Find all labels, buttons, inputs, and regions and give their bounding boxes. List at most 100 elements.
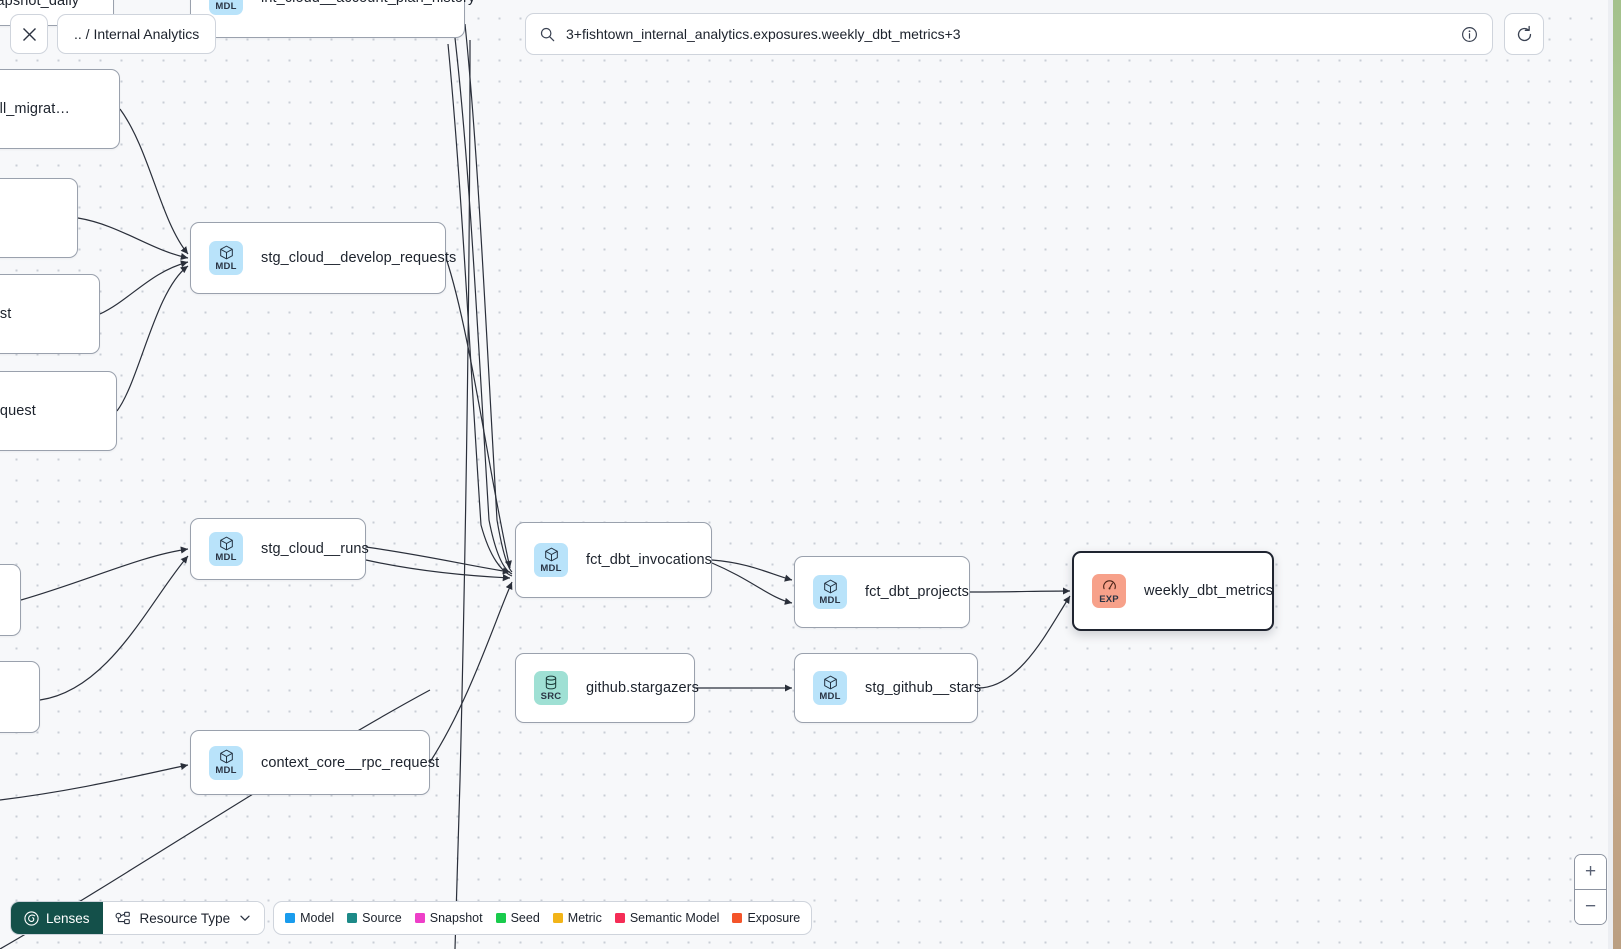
node-label: _develop_request	[0, 403, 36, 419]
legend-swatch	[552, 913, 563, 923]
legend-label: Metric	[567, 911, 602, 925]
vertical-scrollbar[interactable]	[1608, 0, 1613, 949]
cube-icon: MDL	[209, 241, 243, 275]
lineage-search-bar[interactable]: 3+fishtown_internal_analytics.exposures.…	[525, 13, 1493, 55]
legend-label: Exposure	[747, 911, 801, 925]
node-type-abbr: MDL	[819, 594, 841, 606]
legend-label: Semantic Model	[629, 911, 720, 925]
legend-swatch	[347, 913, 358, 923]
lenses-label: Lenses	[46, 910, 90, 926]
search-icon	[540, 27, 555, 41]
cube-icon-glyph	[823, 675, 838, 690]
legend-item[interactable]: Seed	[495, 911, 540, 925]
node-label: stg_github__stars	[865, 680, 982, 696]
cube-icon: MDL	[209, 532, 243, 566]
legend-item[interactable]: Source	[347, 911, 402, 925]
node-label: multicell_migrat…	[0, 101, 70, 117]
legend-item[interactable]: Model	[285, 911, 334, 925]
cube-icon-glyph	[219, 245, 234, 260]
legend-label: Seed	[510, 911, 540, 925]
node-type-abbr: MDL	[540, 562, 562, 574]
legend-swatch	[414, 913, 425, 923]
cube-icon: MDL	[813, 671, 847, 705]
bottom-toolbar: Lenses Resource Type Model Source Snapshot…	[10, 901, 813, 935]
node-type-abbr: MDL	[819, 690, 841, 702]
graph-node[interactable]: MDL context_core__rpc_request	[190, 730, 439, 795]
legend-swatch	[614, 913, 625, 923]
search-input[interactable]: 3+fishtown_internal_analytics.exposures.…	[566, 26, 961, 42]
node-type-abbr: SRC	[540, 690, 562, 702]
breadcrumb-label: .. / Internal Analytics	[74, 26, 200, 42]
graph-node[interactable]: MDL fct_dbt_projects	[794, 556, 970, 628]
graph-node[interactable]: op_request	[0, 178, 78, 258]
dashboard-gauge-icon-glyph	[1102, 578, 1117, 593]
legend-label: Snapshot	[429, 911, 483, 925]
cube-icon-glyph	[823, 579, 838, 594]
refresh-icon	[1517, 25, 1531, 41]
dashboard-gauge-icon: EXP	[1092, 574, 1126, 608]
legend-swatch	[495, 913, 506, 923]
node-label: velop_request	[0, 306, 12, 322]
cube-icon: MDL	[209, 0, 243, 15]
node-type-abbr: MDL	[215, 551, 237, 563]
graph-node[interactable]: MDL stg_cloud__develop_requests	[190, 222, 456, 294]
resource-type-legend: Model Source Snapshot Seed Metric Semantic Mo…	[273, 901, 813, 935]
graph-node[interactable]: EXP weekly_dbt_metrics	[1072, 551, 1274, 631]
legend-item[interactable]: Snapshot	[414, 911, 483, 925]
breadcrumb[interactable]: .. / Internal Analytics	[57, 14, 217, 54]
zoom-controls: + −	[1574, 854, 1607, 925]
cube-icon-glyph	[219, 536, 234, 551]
node-label: fct_dbt_invocations	[586, 552, 713, 568]
cube-icon: MDL	[813, 575, 847, 609]
node-type-abbr: MDL	[215, 765, 237, 777]
lens-spiral-icon	[24, 910, 39, 926]
legend-label: Source	[362, 911, 402, 925]
graph-node[interactable]: MDL fct_dbt_invocations	[515, 522, 712, 598]
legend-swatch	[285, 913, 296, 923]
cube-icon: MDL	[534, 543, 568, 577]
node-label: int_cloud__account_plan_history	[261, 0, 475, 6]
cube-icon-glyph	[219, 749, 234, 764]
graph-node[interactable]: n	[0, 564, 21, 636]
graph-node[interactable]: MDL stg_cloud__runs	[190, 518, 369, 580]
graph-node[interactable]: velop_request	[0, 274, 100, 354]
window-edge-strip	[1613, 0, 1621, 949]
graph-node[interactable]: multicell_migrat…	[0, 69, 120, 149]
close-button[interactable]	[10, 14, 48, 54]
legend-swatch	[732, 913, 743, 923]
refresh-button[interactable]	[1504, 13, 1544, 55]
node-label: snapshot_daily	[0, 0, 80, 9]
resource-type-label: Resource Type	[139, 910, 231, 926]
zoom-in-button[interactable]: +	[1575, 855, 1606, 889]
graph-node[interactable]: MDL int_cloud__account_plan_history	[190, 0, 475, 38]
cube-icon-glyph	[544, 547, 559, 562]
node-label: stg_cloud__runs	[261, 541, 369, 557]
lenses-button[interactable]: Lenses	[11, 902, 103, 934]
node-type-abbr: EXP	[1099, 593, 1119, 605]
database-icon-glyph	[544, 675, 558, 690]
zoom-out-button[interactable]: −	[1575, 889, 1606, 924]
node-label: context_core__rpc_request	[261, 754, 440, 771]
legend-label: Model	[300, 911, 335, 925]
cube-icon: MDL	[209, 745, 243, 780]
graph-node[interactable]: SRC github.stargazers	[515, 653, 699, 723]
node-label: github.stargazers	[586, 680, 699, 696]
resource-type-dropdown[interactable]: Resource Type	[102, 902, 265, 934]
graph-node[interactable]: _run	[0, 661, 40, 733]
node-label: fct_dbt_projects	[865, 584, 969, 600]
resource-type-icon	[115, 911, 130, 924]
graph-node[interactable]: MDL stg_github__stars	[794, 653, 982, 723]
info-circle-icon[interactable]	[1461, 26, 1478, 43]
legend-item[interactable]: Semantic Model	[614, 911, 720, 925]
legend-item[interactable]: Exposure	[732, 911, 800, 925]
database-icon: SRC	[534, 671, 568, 705]
node-label: weekly_dbt_metrics	[1144, 583, 1274, 599]
node-label: stg_cloud__develop_requests	[261, 250, 457, 266]
graph-node[interactable]: _develop_request	[0, 371, 117, 451]
chevron-down-icon	[240, 915, 250, 921]
lens-group: Lenses Resource Type	[10, 901, 266, 935]
legend-item[interactable]: Metric	[552, 911, 602, 925]
